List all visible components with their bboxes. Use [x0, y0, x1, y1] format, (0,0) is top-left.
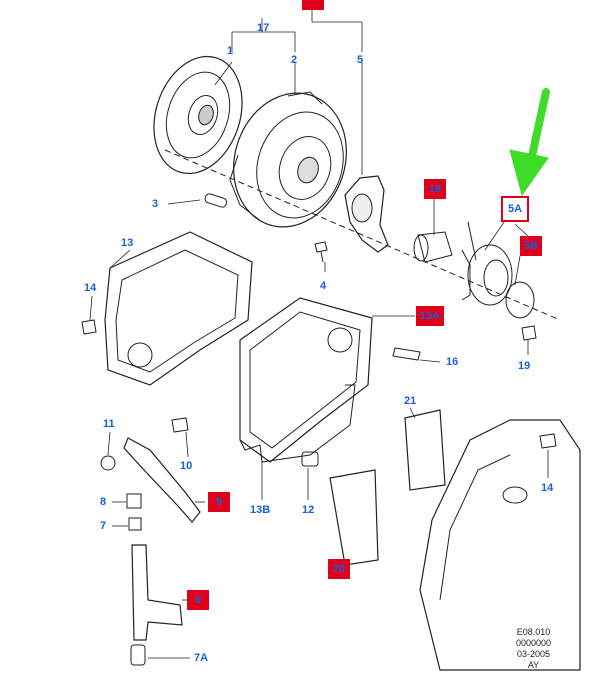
release-shaft — [131, 544, 183, 641]
bushing-7 — [128, 517, 142, 531]
label-13: 13 — [121, 237, 134, 249]
pad-21 — [404, 409, 446, 491]
cover-plate-13 — [104, 231, 253, 386]
label-14-left: 14 — [84, 282, 97, 294]
label-12: 12 — [302, 504, 315, 516]
reference-suffix: AY — [527, 660, 540, 670]
bolt-14-right — [539, 433, 557, 449]
label-21: 21 — [404, 395, 417, 407]
label-5a: 5A — [501, 196, 529, 222]
reference-code: E08.010 — [516, 627, 551, 637]
label-5: 5 — [357, 54, 364, 66]
bush-7a — [130, 644, 146, 666]
reference-number: 0000000 — [516, 638, 552, 648]
reference-block: E08.010 0000000 03-2005 AY — [516, 627, 551, 671]
bearing-12 — [301, 451, 319, 467]
red-tag-18: 18 — [424, 179, 446, 199]
label-10: 10 — [180, 460, 193, 472]
label-4: 4 — [320, 280, 327, 292]
red-tag-13a: 13A — [416, 306, 444, 326]
label-7a: 7A — [194, 652, 209, 664]
bolt-10 — [171, 417, 189, 433]
red-tag-5b: 5B — [520, 236, 542, 256]
red-tag-top — [302, 0, 324, 10]
bushing-8 — [126, 493, 142, 509]
green-arrow — [509, 88, 550, 197]
red-tag-6: 6 — [187, 590, 209, 610]
red-tag-20: 20 — [328, 559, 350, 579]
bearing-sleeve — [413, 231, 453, 263]
bracket-13b — [239, 384, 356, 463]
pad-20 — [329, 469, 379, 566]
release-lever — [123, 437, 201, 523]
label-2: 2 — [291, 54, 298, 66]
bolt-14-left — [81, 319, 97, 335]
label-17: 17 — [257, 22, 270, 34]
bolt — [314, 241, 328, 263]
transmission-housing — [419, 419, 581, 671]
label-1: 1 — [227, 45, 234, 57]
label-19: 19 — [518, 360, 531, 372]
reference-date: 03-2005 — [517, 649, 551, 659]
label-13b: 13B — [250, 504, 271, 516]
label-16: 16 — [446, 356, 459, 368]
label-3: 3 — [152, 198, 159, 210]
release-bracket — [344, 175, 389, 253]
cover-plate-13a — [239, 297, 373, 463]
label-14-right: 14 — [541, 482, 554, 494]
pressure-plate — [229, 91, 347, 228]
label-7: 7 — [100, 520, 107, 532]
clutch-disc — [153, 55, 243, 175]
nut-11 — [100, 455, 116, 471]
slave-cylinder — [461, 221, 535, 319]
bolt-16 — [392, 347, 421, 361]
bolt-19 — [521, 325, 537, 341]
label-11: 11 — [103, 418, 115, 430]
red-tag-9: 9 — [208, 492, 230, 512]
label-8: 8 — [100, 496, 107, 508]
dowel-pin — [204, 193, 228, 208]
